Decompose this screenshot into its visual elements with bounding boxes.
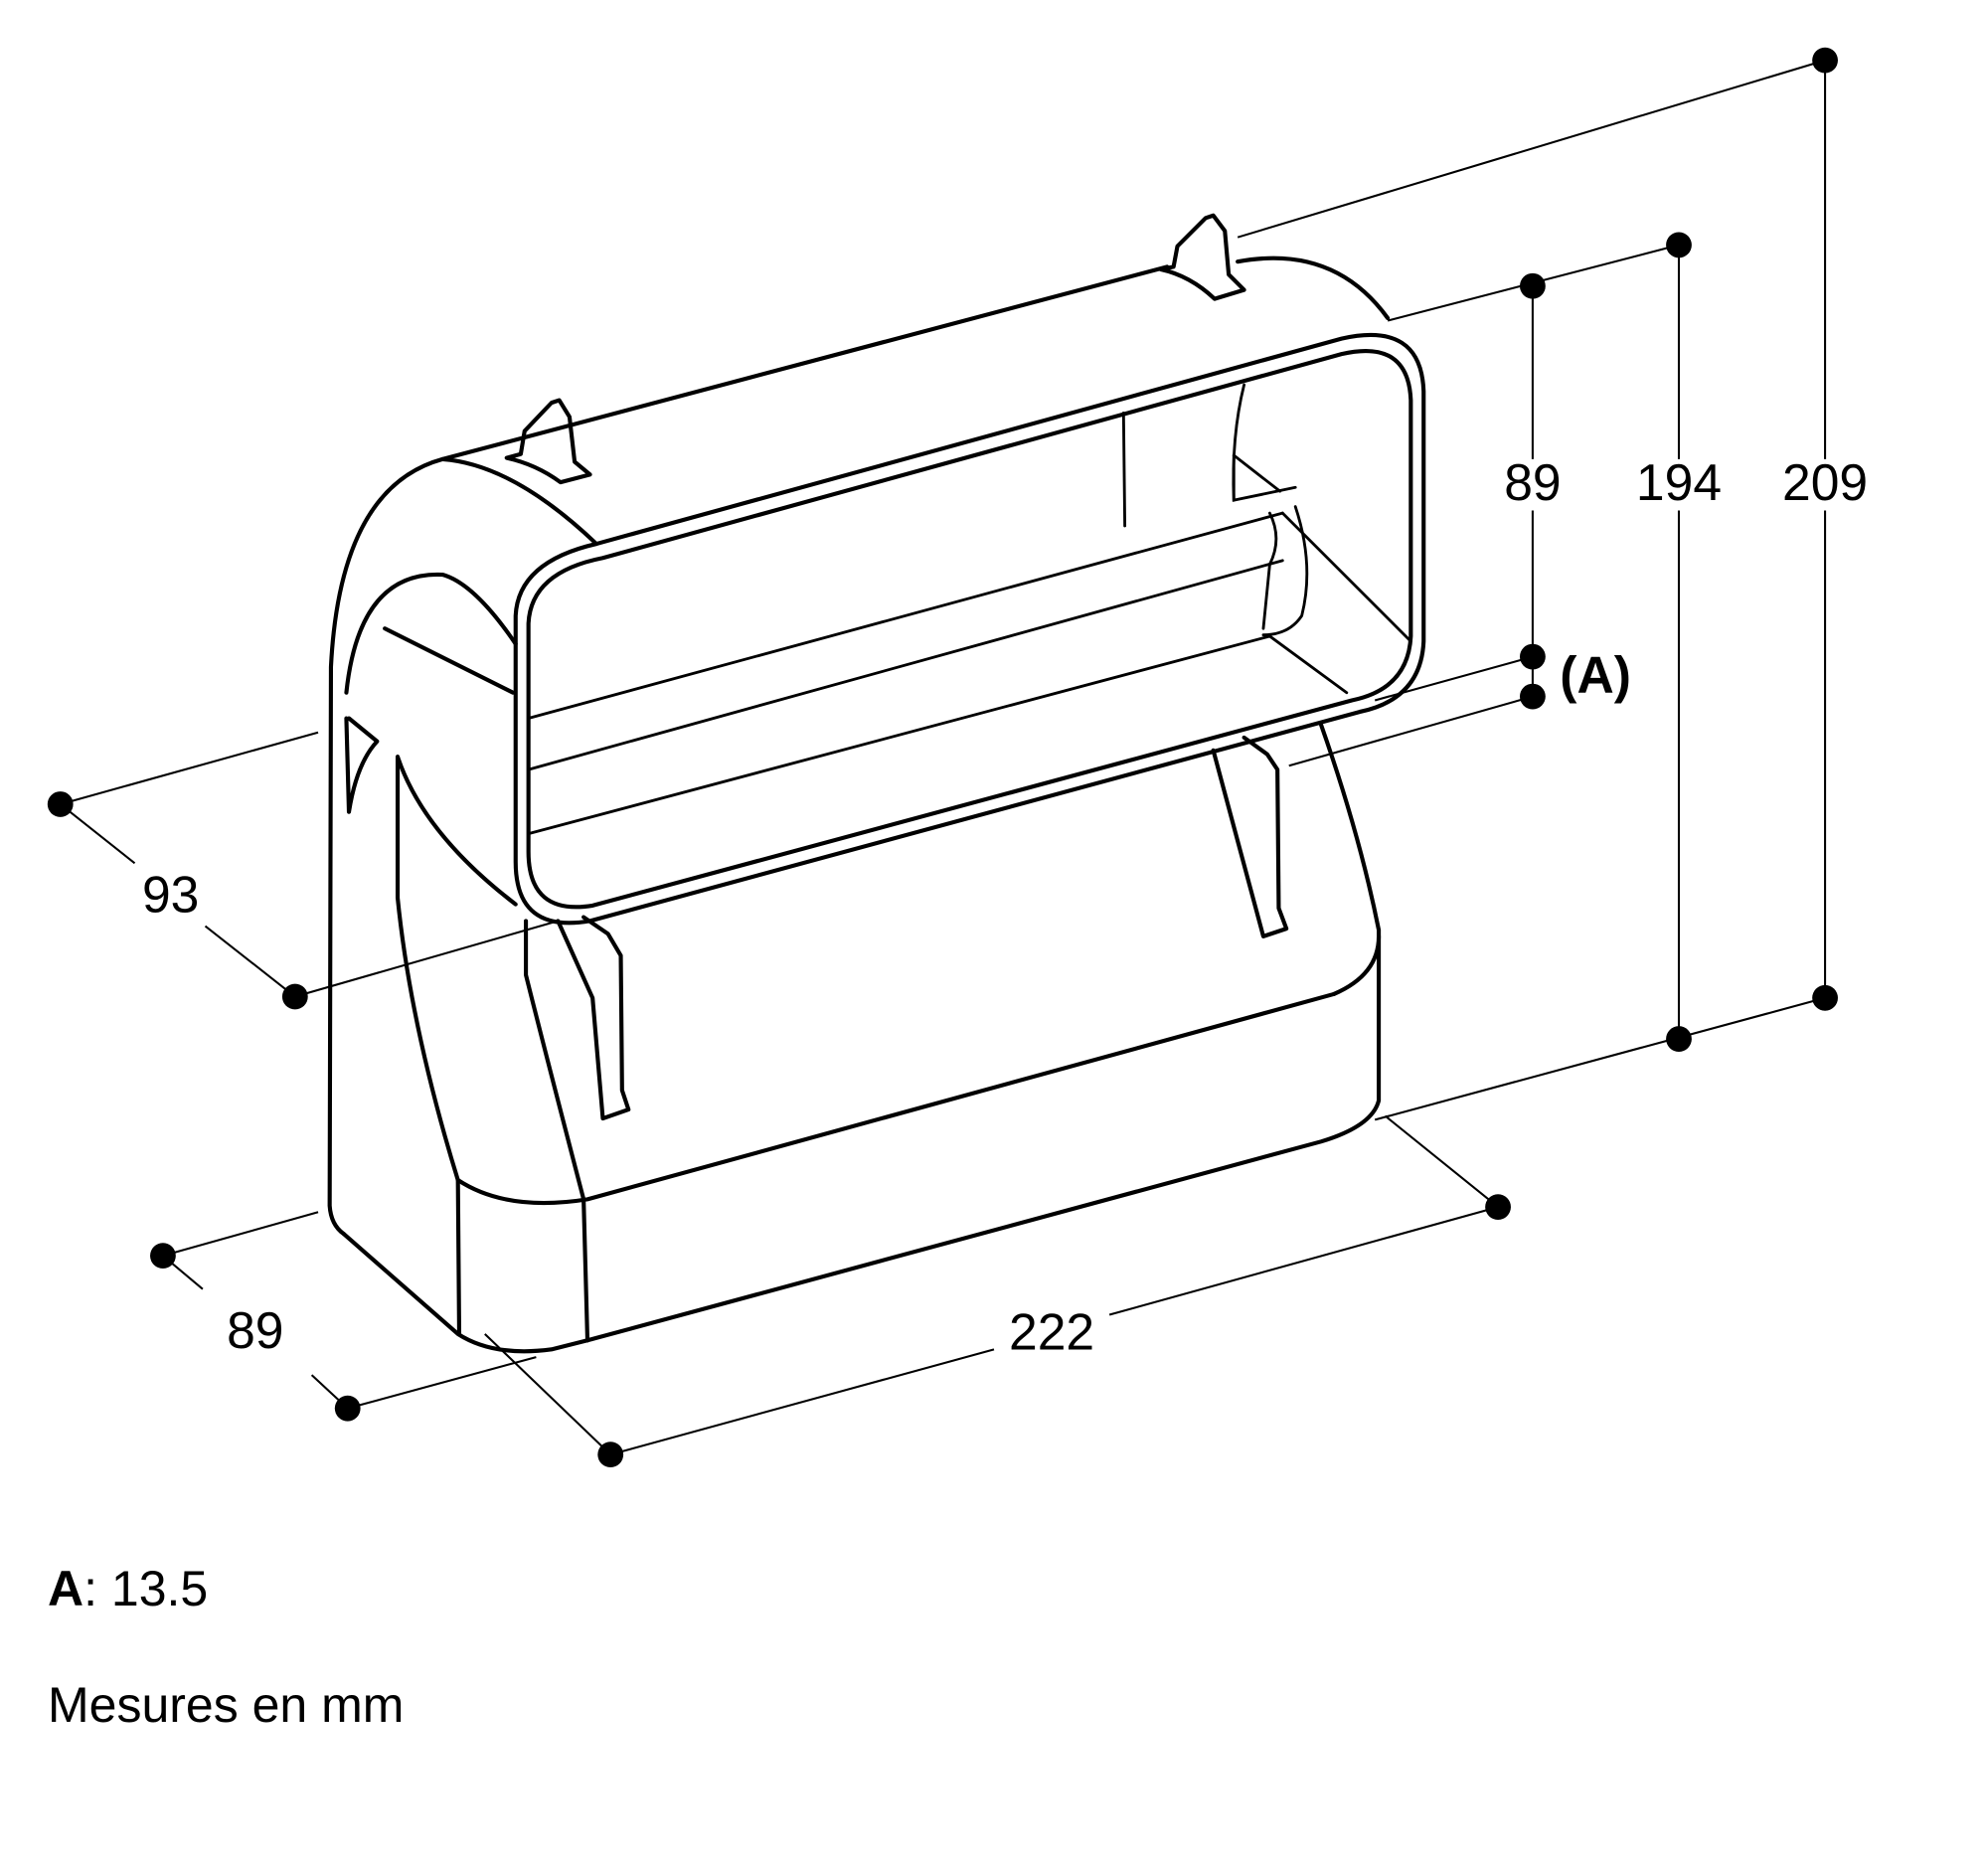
units-note: Mesures en mm [48, 1677, 405, 1733]
dimension-lines [60, 59, 1827, 1456]
top-tab-right [1158, 213, 1246, 301]
duct-elbow [327, 213, 1426, 1354]
dim-89-left-bottom-point [334, 1395, 361, 1422]
dim-a-point [1519, 683, 1546, 710]
dim-93-bottom-point [281, 983, 308, 1010]
dim-label-194: 194 [1636, 453, 1722, 511]
dim-label-93: 93 [142, 865, 199, 923]
dim-194-bottom-point [1666, 1026, 1692, 1052]
dim-89-left-top-point [150, 1243, 176, 1270]
dim-label-89-height: 89 [1504, 453, 1561, 511]
dimension-labels: 89 194 209 (A) 93 89 222 [142, 453, 1868, 1360]
legend-a-key: A [48, 1561, 84, 1616]
legend-a: A: 13.5 [48, 1564, 208, 1613]
dim-89-top-point [1519, 272, 1546, 299]
front-leg-right [1211, 735, 1289, 938]
dimension-dots [47, 47, 1838, 1468]
dim-194-top-point [1666, 232, 1692, 258]
dim-label-209: 209 [1782, 453, 1868, 511]
dim-93-top-point [47, 791, 74, 817]
dim-label-a: (A) [1560, 646, 1631, 704]
dim-label-222: 222 [1009, 1302, 1094, 1360]
legend-a-separator: : [83, 1561, 98, 1616]
top-tab-left [504, 398, 592, 485]
dim-222-left-point [597, 1441, 624, 1468]
legend-a-value: 13.5 [110, 1561, 209, 1616]
dim-209-bottom-point [1812, 984, 1838, 1011]
front-leg-left [556, 915, 631, 1121]
dim-89-bottom-point [1519, 643, 1546, 670]
dim-209-top-point [1812, 47, 1838, 74]
dim-label-89-depth: 89 [227, 1301, 283, 1359]
dim-222-right-point [1485, 1194, 1511, 1221]
